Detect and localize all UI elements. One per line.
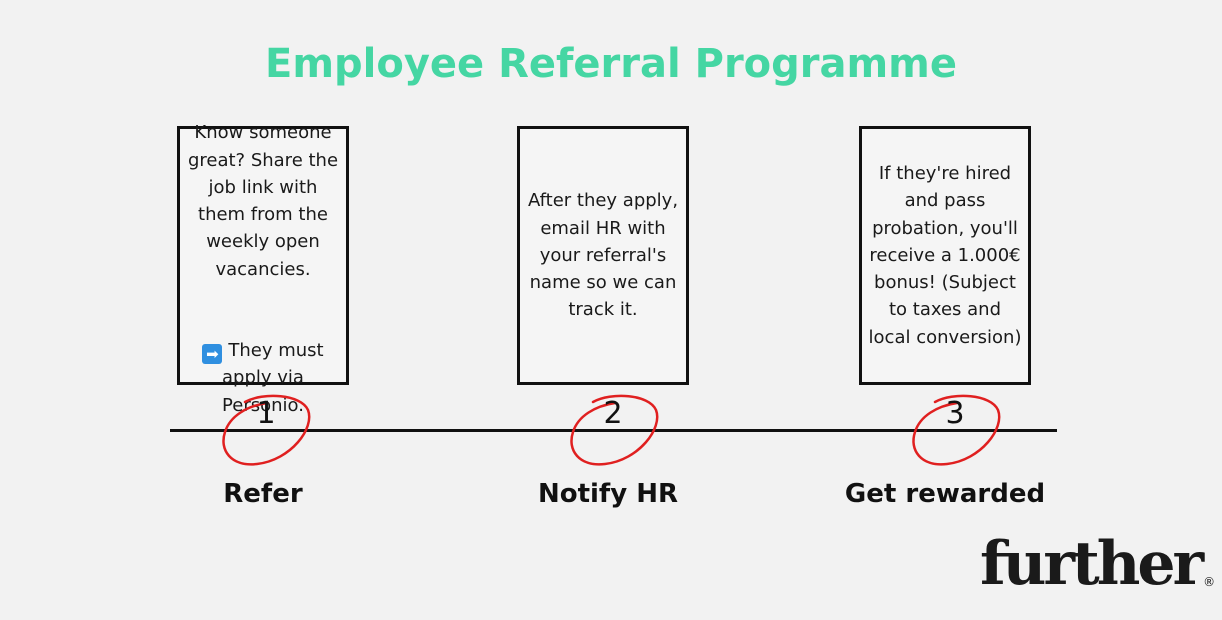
step-3-number: 3 bbox=[945, 396, 965, 431]
step-2-number: 2 bbox=[603, 396, 623, 431]
further-logo: further® bbox=[980, 526, 1215, 620]
step-2-circle bbox=[570, 394, 659, 466]
step-3-description-box: If they're hired and pass probation, you… bbox=[859, 126, 1031, 385]
step-1-number: 1 bbox=[256, 396, 276, 431]
step-1-circle bbox=[222, 394, 311, 466]
step-2-text: After they apply, email HR with your ref… bbox=[527, 190, 679, 321]
logo-text: further bbox=[980, 529, 1204, 599]
right-arrow-icon: ➡ bbox=[202, 344, 223, 365]
step-2-description-box: After they apply, email HR with your ref… bbox=[517, 126, 689, 385]
step-1-text: Know someone great? Share the job link w… bbox=[187, 122, 339, 280]
step-3-label: Get rewarded bbox=[844, 479, 1046, 509]
step-3-text: If they're hired and pass probation, you… bbox=[868, 163, 1022, 348]
step-1-label: Refer bbox=[223, 479, 303, 509]
registered-mark: ® bbox=[1203, 575, 1216, 589]
step-1-description-box: Know someone great? Share the job link w… bbox=[177, 122, 349, 416]
step-2-label: Notify HR bbox=[537, 479, 679, 509]
timeline-line bbox=[170, 429, 1057, 432]
step-3-circle bbox=[912, 394, 1001, 466]
page-title: Employee Referral Programme bbox=[265, 41, 957, 87]
